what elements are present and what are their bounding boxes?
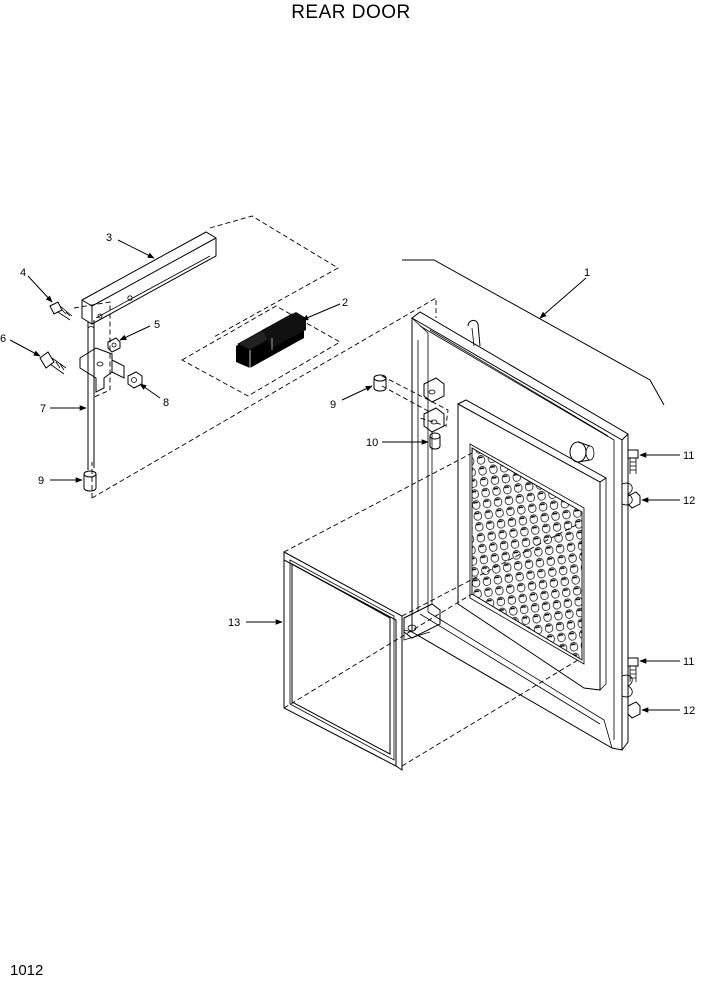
callout-9-lower: 9	[38, 475, 44, 487]
outline-leader	[402, 259, 665, 406]
page-number: 1012	[10, 962, 44, 979]
callout-labels: 1 2 3 4 5 6 7 8 9 9 10 11 12 11 12 13	[0, 232, 695, 717]
callout-10: 10	[366, 437, 378, 449]
callout-12-upper: 12	[683, 495, 695, 507]
assembly-guide-lines	[73, 215, 579, 767]
rubber-bumper-part-2	[236, 312, 306, 368]
callout-6: 6	[0, 333, 6, 345]
callout-12-lower: 12	[683, 705, 695, 717]
hinge-pin-assembly	[39, 301, 441, 492]
callout-5: 5	[154, 319, 160, 331]
callout-leaders	[9, 239, 680, 713]
rear-door-panel	[403, 311, 633, 751]
callout-9-upper: 9	[330, 399, 336, 411]
callout-2: 2	[342, 297, 348, 309]
callout-1: 1	[584, 267, 590, 279]
right-hinge-hardware	[627, 449, 641, 719]
callout-4: 4	[20, 267, 26, 279]
callout-13: 13	[228, 617, 240, 629]
callout-7: 7	[40, 403, 46, 415]
channel-bracket-part-3	[81, 231, 217, 325]
callout-11-upper: 11	[683, 450, 694, 462]
callout-3: 3	[106, 232, 112, 244]
callout-8: 8	[163, 397, 169, 409]
screen-frame-part-13	[283, 551, 403, 771]
callout-11-lower: 11	[683, 656, 694, 668]
diagram-title: REAR DOOR	[291, 2, 411, 23]
